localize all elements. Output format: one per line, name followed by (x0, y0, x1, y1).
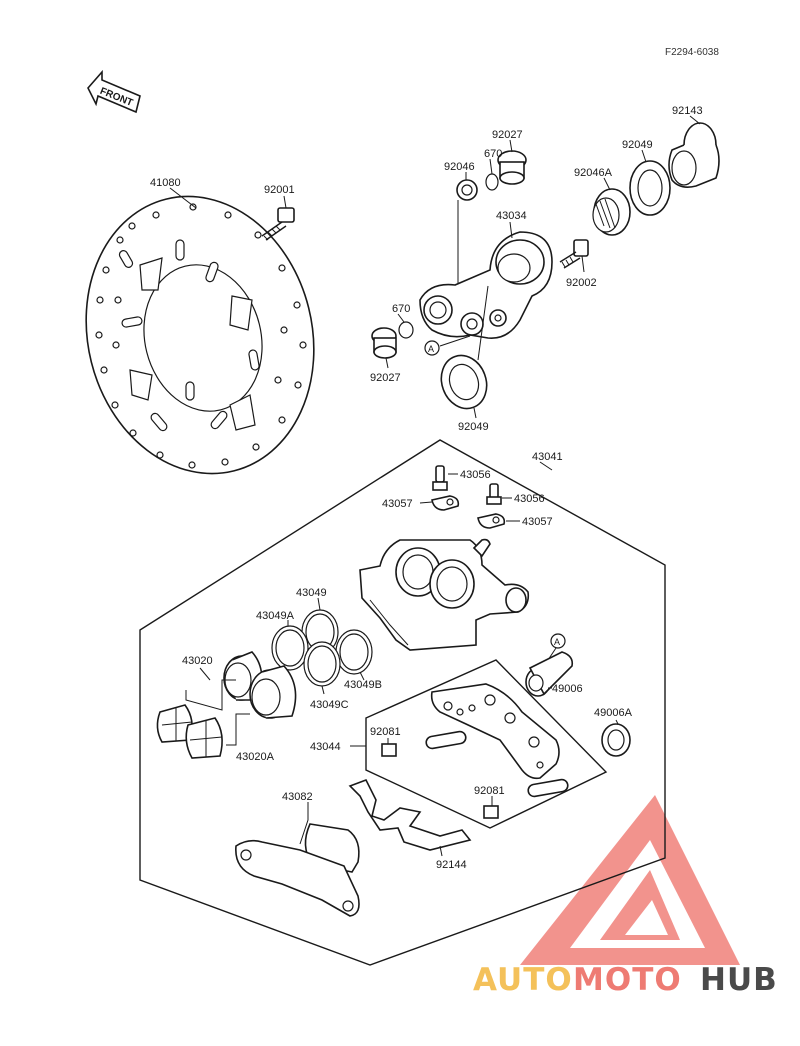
svg-text:HUB: HUB (700, 962, 778, 998)
seal-92049-bottom (440, 354, 488, 410)
pin-49006 (525, 651, 574, 697)
caliper-bracket-43034 (419, 231, 553, 339)
label-92027-bottom: 92027 (370, 372, 401, 384)
bleed-cap-43057-b (477, 513, 506, 529)
label-43056-a: 43056 (460, 469, 491, 481)
sleeve-92143 (668, 122, 720, 188)
label-43049C: 43049C (310, 699, 349, 711)
label-43057-a: 43057 (382, 498, 413, 510)
brake-disc (85, 195, 315, 475)
label-670-bottom: 670 (392, 303, 410, 315)
label-43034: 43034 (496, 210, 527, 222)
label-92001: 92001 (264, 184, 295, 196)
cap-92027-top (497, 150, 527, 185)
label-49006: 49006 (552, 683, 583, 695)
label-43082: 43082 (282, 791, 313, 803)
label-49006A: 49006A (594, 707, 633, 719)
caliper-assembly-boundary (139, 439, 666, 966)
cap-92027-bottom (371, 327, 397, 359)
bleed-valve-43056-a (432, 465, 448, 491)
ref-circle-a-bottom (550, 633, 566, 649)
label-92081-b: 92081 (474, 785, 505, 797)
label-43049: 43049 (296, 587, 327, 599)
bleed-cap-43057-a (431, 495, 460, 511)
bracket-subassembly-boundary (365, 659, 608, 829)
piston-43020A (249, 665, 297, 719)
label-92027-top: 92027 (492, 129, 523, 141)
svg-text:AUTO: AUTO (473, 962, 573, 998)
brake-pads-43082 (235, 823, 360, 917)
watermark-triangle (520, 795, 740, 965)
svg-text:A: A (428, 344, 434, 354)
support-bracket (425, 683, 569, 798)
label-43049B: 43049B (344, 679, 382, 691)
bearing-92046-top (456, 179, 478, 201)
front-arrow-icon: FRONT (87, 69, 141, 114)
clip-92081-a (381, 743, 397, 757)
label-43020: 43020 (182, 655, 213, 667)
label-41080: 41080 (150, 177, 181, 189)
caliper-body (359, 538, 530, 651)
label-43057-b: 43057 (522, 516, 553, 528)
label-92046A: 92046A (574, 167, 613, 179)
svg-text:A: A (554, 637, 560, 647)
oring-670-top (485, 173, 499, 191)
label-92049-bottom: 92049 (458, 421, 489, 433)
bolt-92002 (559, 239, 589, 269)
label-43044: 43044 (310, 741, 341, 753)
label-92144: 92144 (436, 859, 467, 871)
spring-92144 (348, 778, 472, 851)
bleed-valve-43056-b (486, 483, 502, 505)
diagram-code: F2294-6038 (665, 47, 719, 58)
label-92046-top: 92046 (444, 161, 475, 173)
label-43020A: 43020A (236, 751, 275, 763)
label-92049-top: 92049 (622, 139, 653, 151)
label-92002: 92002 (566, 277, 597, 289)
boot-49006A (601, 723, 631, 757)
label-670-top: 670 (484, 148, 502, 160)
oring-670-bottom (398, 321, 414, 339)
bearing-92046A (592, 188, 631, 236)
clip-92081-b (483, 805, 499, 819)
piston-boot-b (185, 717, 223, 759)
svg-text:MOTO: MOTO (573, 962, 682, 998)
ref-circle-a-top (424, 340, 440, 356)
label-92081-a: 92081 (370, 726, 401, 738)
watermark-logo: AUTO MOTO HUB (473, 962, 778, 998)
label-43056-b: 43056 (514, 493, 545, 505)
seal-92049-top (629, 160, 671, 216)
label-43041: 43041 (532, 451, 563, 463)
label-43049A: 43049A (256, 610, 295, 622)
label-92143: 92143 (672, 105, 703, 117)
